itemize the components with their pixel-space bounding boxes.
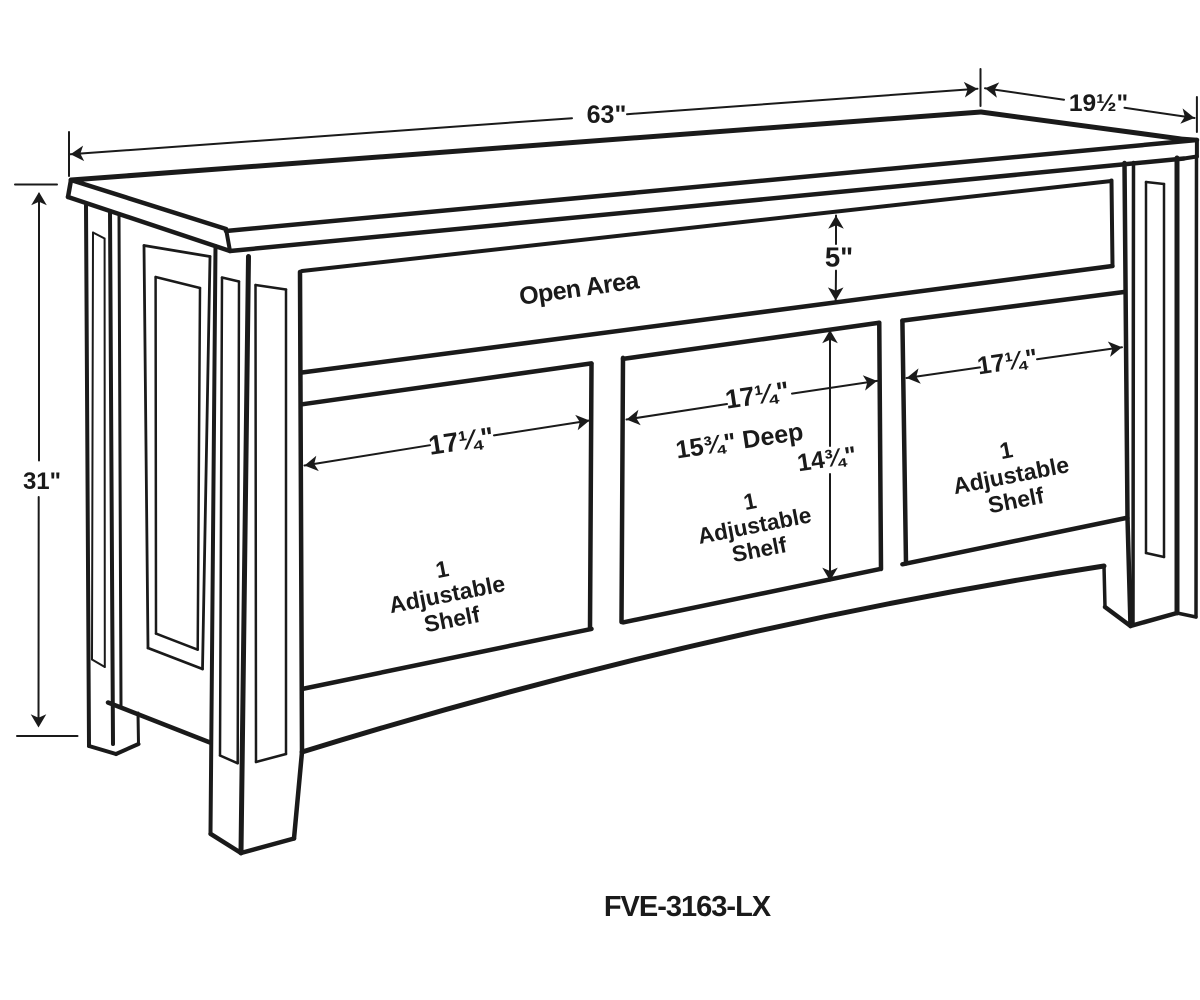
svg-text:1: 1 [997,436,1015,464]
svg-text:FVE-3163-LX: FVE-3163-LX [604,891,772,923]
svg-text:63": 63" [587,101,627,129]
svg-text:1: 1 [741,488,758,515]
svg-text:1: 1 [433,555,451,583]
svg-text:19½": 19½" [1069,90,1128,117]
svg-text:31": 31" [23,468,61,495]
svg-text:5": 5" [825,242,853,273]
